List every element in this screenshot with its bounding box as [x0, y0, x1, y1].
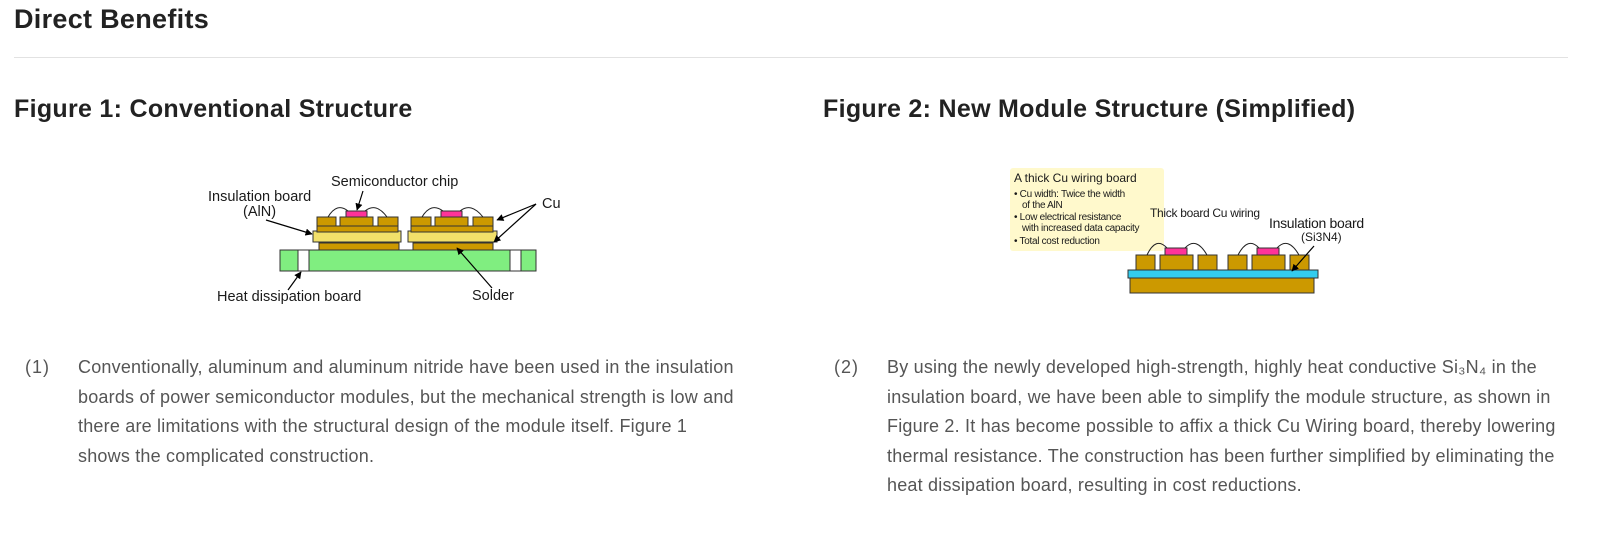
bottom-cu-board — [1129, 277, 1315, 294]
figure1-diagram: Semiconductor chip Insulation board (AlN… — [208, 174, 561, 305]
label-heat-dissipation-board: Heat dissipation board — [217, 289, 361, 305]
callout-bullet-2-cont: with increased data capacity — [1021, 223, 1140, 234]
label-insulation-material: (Si3N4) — [1301, 230, 1342, 244]
figure2-title: Figure 2: New Module Structure (Simplifi… — [823, 95, 1356, 123]
label-insulation-material: (AlN) — [243, 204, 276, 220]
figure1-title: Figure 1: Conventional Structure — [14, 95, 413, 123]
heat-board-end-right — [509, 249, 522, 272]
callout-bullet-2: • Low electrical resistance — [1014, 212, 1122, 223]
cu-wiring-pads — [1135, 254, 1310, 271]
label-cu: Cu — [542, 196, 561, 212]
note-1-number: (1) — [25, 357, 50, 377]
label-insulation-board: Insulation board — [208, 189, 311, 205]
callout-title: A thick Cu wiring board — [1014, 171, 1137, 185]
section-divider — [14, 57, 1568, 58]
chip-left — [1164, 247, 1188, 256]
callout-bullet-1: • Cu width: Twice the width — [1014, 189, 1125, 200]
callout-bullet-1-cont: of the AlN — [1022, 200, 1062, 211]
figure2-diagram: A thick Cu wiring board • Cu width: Twic… — [1010, 168, 1364, 294]
insulation-board-si3n4 — [1127, 269, 1319, 279]
callout-box — [1010, 168, 1164, 251]
section-title: Direct Benefits — [14, 4, 210, 34]
note-2-number: (2) — [834, 357, 859, 377]
label-solder: Solder — [472, 288, 514, 304]
label-insulation-board: Insulation board — [1269, 215, 1364, 231]
chip-right — [1256, 247, 1280, 256]
note-2-text: By using the newly developed high-streng… — [887, 357, 1556, 495]
label-thick-board-cu-wiring: Thick board Cu wiring — [1150, 206, 1260, 220]
callout-bullet-3: • Total cost reduction — [1014, 236, 1100, 247]
module-stack-left — [312, 207, 402, 251]
heat-board-end-left — [297, 249, 310, 272]
label-semiconductor-chip: Semiconductor chip — [331, 174, 458, 190]
note-1-text: Conventionally, aluminum and aluminum ni… — [78, 357, 734, 466]
module-stack-right — [407, 207, 498, 251]
heat-dissipation-board — [279, 249, 537, 272]
